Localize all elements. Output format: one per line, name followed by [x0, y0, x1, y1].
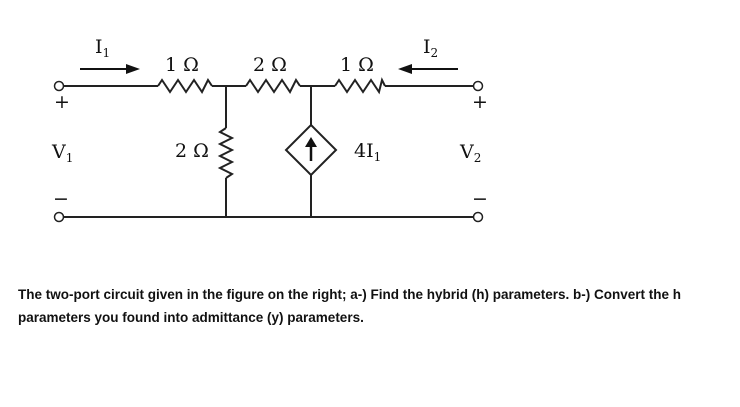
- resistor-series-left: [157, 78, 213, 94]
- dependent-source-branch: [284, 86, 338, 217]
- i1-arrow-icon: [80, 64, 140, 74]
- i2-label: I2: [423, 36, 438, 60]
- circuit-diagram: I1 I2 1 Ω 2 Ω 1 Ω 2 Ω 4I1 + V1 − + V2 −: [51, 36, 488, 223]
- port1-minus-sign: −: [53, 188, 69, 210]
- port2-plus-sign: +: [472, 91, 488, 113]
- port2-minus-sign: −: [472, 188, 488, 210]
- port2-top-terminal: [472, 80, 484, 92]
- resistor-series-middle: [245, 78, 301, 94]
- v2-label: V2: [459, 141, 481, 165]
- port1-bottom-terminal: [53, 211, 65, 223]
- resistor-series-right: [334, 77, 386, 95]
- resistor-shunt: [217, 127, 235, 179]
- dependent-source-label: 4I1: [354, 140, 381, 164]
- resistor-series-middle-label: 2 Ω: [253, 54, 287, 76]
- i2-arrow-icon: [398, 64, 458, 74]
- port1-plus-sign: +: [54, 91, 70, 113]
- resistor-shunt-label: 2 Ω: [175, 140, 209, 162]
- shunt-branch: [217, 86, 235, 217]
- i1-label: I1: [95, 36, 110, 60]
- v1-label: V1: [51, 141, 73, 165]
- port2-bottom-terminal: [472, 211, 484, 223]
- problem-statement: The two-port circuit given in the figure…: [18, 287, 682, 325]
- resistor-series-right-label: 1 Ω: [340, 54, 374, 76]
- port1-top-terminal: [53, 80, 65, 92]
- resistor-series-left-label: 1 Ω: [165, 54, 199, 76]
